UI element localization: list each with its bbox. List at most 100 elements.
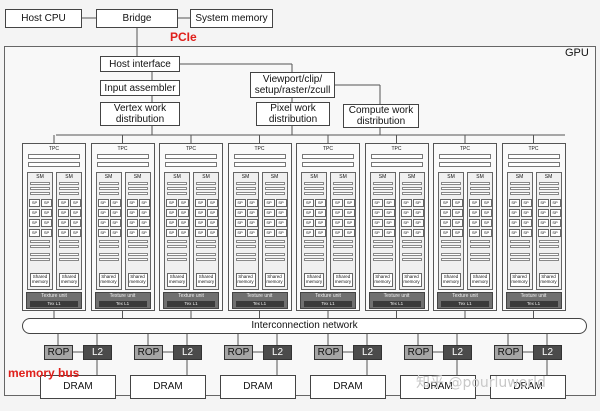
sm-title: SM <box>310 174 318 180</box>
sp-core: SP <box>520 209 532 217</box>
tpc-title: TPC <box>460 146 470 152</box>
shared-memory: Shared memory <box>167 273 187 287</box>
sp-core: SP <box>263 199 275 207</box>
sm-cache <box>196 192 216 195</box>
sm-cache <box>127 187 148 190</box>
tpc-bar <box>96 154 149 159</box>
sp-core: SP <box>207 229 218 237</box>
sm-cache <box>30 182 50 185</box>
sp-core: SP <box>166 229 177 237</box>
sfu-unit <box>304 240 324 243</box>
sp-core: SP <box>246 219 258 227</box>
sp-core: SP <box>207 219 218 227</box>
tpc-bar <box>302 162 354 167</box>
sp-core: SP <box>178 199 189 207</box>
sp-core: SP <box>371 219 383 227</box>
shared-memory: Shared memory <box>30 273 50 287</box>
sm-cache <box>264 182 285 185</box>
tpc-bar <box>233 154 286 159</box>
sfu-unit <box>264 240 285 243</box>
sp-core: SP <box>412 229 424 237</box>
sfu-unit <box>167 240 187 243</box>
texture-unit-label: Texture unit <box>315 293 341 299</box>
sfu-unit <box>167 253 187 256</box>
sfu-unit <box>509 253 530 256</box>
sp-core: SP <box>275 209 287 217</box>
tpc-bar <box>439 162 491 167</box>
sp-core: SP <box>303 209 314 217</box>
sp-core: SP <box>207 199 218 207</box>
sp-core: SP <box>246 199 258 207</box>
shared-memory: Shared memory <box>401 273 422 287</box>
sm-title: SM <box>202 174 210 180</box>
tpc-title: TPC <box>528 146 539 152</box>
sp-core: SP <box>70 219 81 227</box>
sp-core: SP <box>58 219 69 227</box>
sp-core: SP <box>549 219 561 227</box>
sp-core: SP <box>412 219 424 227</box>
sp-core: SP <box>178 219 189 227</box>
sm-cache <box>196 182 216 185</box>
sm-title: SM <box>476 174 484 180</box>
sp-core: SP <box>246 209 258 217</box>
sp-core: SP <box>469 229 480 237</box>
tpc-title: TPC <box>186 146 196 152</box>
sp-core: SP <box>520 219 532 227</box>
sm-cache <box>401 182 422 185</box>
sp-core: SP <box>234 219 246 227</box>
interconnection-network: Interconnection network <box>22 318 587 334</box>
sp-core: SP <box>234 209 246 217</box>
sp-core: SP <box>520 229 532 237</box>
sp-core: SP <box>508 219 520 227</box>
sm-title: SM <box>173 174 181 180</box>
sp-core: SP <box>195 229 206 237</box>
texture-unit-label: Texture unit <box>246 293 273 299</box>
host-cpu-label: Host CPU <box>21 13 66 24</box>
sp-core: SP <box>195 209 206 217</box>
sfu-unit <box>167 245 187 248</box>
sfu-unit <box>372 240 393 243</box>
tpc-bar <box>439 154 491 159</box>
viewport-box: Viewport/clip/ setup/raster/zcull <box>250 72 335 98</box>
shared-memory: Shared memory <box>98 273 119 287</box>
shared-memory: Shared memory <box>264 273 285 287</box>
sfu-unit <box>196 253 216 256</box>
sfu-unit <box>127 253 148 256</box>
sp-core: SP <box>537 229 549 237</box>
sp-core: SP <box>452 229 463 237</box>
sp-core: SP <box>29 229 40 237</box>
sp-core: SP <box>138 229 150 237</box>
sp-core: SP <box>332 199 343 207</box>
sm-cache <box>441 187 461 190</box>
sp-core: SP <box>138 199 150 207</box>
sfu-unit <box>401 245 422 248</box>
sp-core: SP <box>400 209 412 217</box>
sp-core: SP <box>303 229 314 237</box>
tpc-bar <box>370 162 423 167</box>
tex-l1: Tex L1 <box>235 301 284 307</box>
sp-core: SP <box>126 219 138 227</box>
sfu-unit <box>167 258 187 261</box>
watermark: 知乎 @pourluworld <box>416 375 546 391</box>
sp-core: SP <box>138 209 150 217</box>
sp-core: SP <box>315 229 326 237</box>
rop-unit: ROP <box>134 345 163 360</box>
sp-core: SP <box>109 199 121 207</box>
sfu-unit <box>30 245 50 248</box>
texture-unit-label: Texture unit <box>520 293 547 299</box>
sm-cache <box>167 187 187 190</box>
sm-title: SM <box>447 174 455 180</box>
sp-core: SP <box>520 199 532 207</box>
sfu-unit <box>372 245 393 248</box>
sp-core: SP <box>58 199 69 207</box>
sfu-unit <box>538 253 559 256</box>
rop-unit: ROP <box>224 345 253 360</box>
sm-cache <box>333 192 353 195</box>
